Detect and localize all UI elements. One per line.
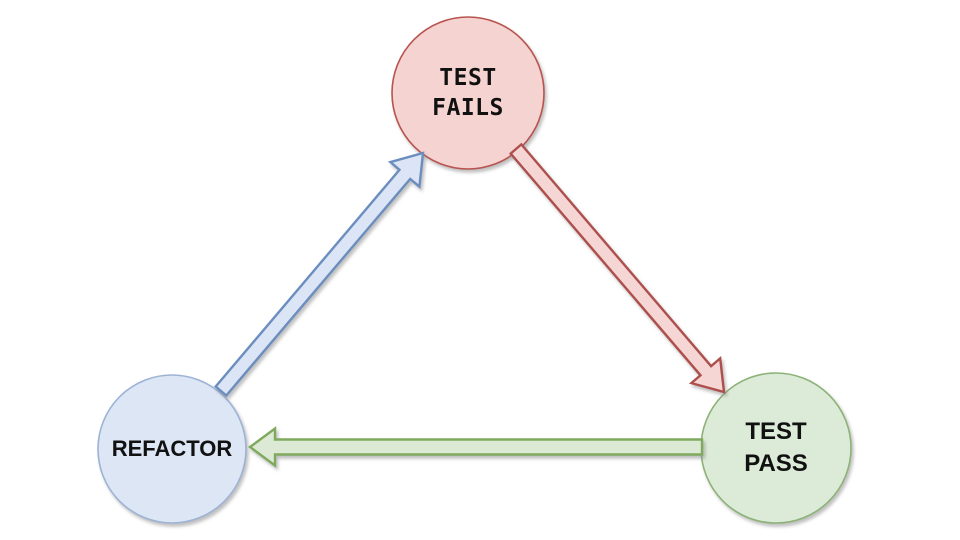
node-label-test-pass: TEST PASS xyxy=(744,416,808,480)
node-label-test-fails: TEST FAILS xyxy=(432,63,504,123)
arrow-test-fails-to-test-pass xyxy=(509,142,726,394)
node-label-refactor: REFACTOR xyxy=(112,435,233,463)
node-label-line: PASS xyxy=(744,450,808,477)
arrow-test-pass-to-refactor xyxy=(247,426,704,468)
node-label-line: TEST xyxy=(439,65,497,91)
node-label-line: REFACTOR xyxy=(111,436,233,461)
node-circle-test-fails xyxy=(391,16,545,170)
node-circle-refactor xyxy=(97,374,247,524)
node-label-line: FAILS xyxy=(432,95,504,121)
node-label-line: TEST xyxy=(745,418,807,445)
arrow-refactor-to-test-fails xyxy=(214,151,425,398)
